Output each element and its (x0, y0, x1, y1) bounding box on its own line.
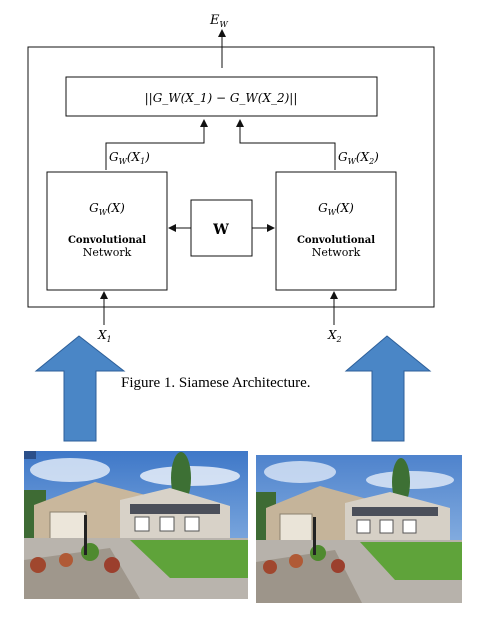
left-network-line2: Network (83, 246, 132, 259)
output-label: EW (209, 13, 229, 29)
left-feature-connector (105, 119, 208, 170)
right-blue-up-arrow (344, 335, 432, 442)
outer-frame (27, 46, 435, 308)
right-feature-connector (236, 119, 336, 170)
left-network-line1: Convolutional (68, 235, 146, 246)
right-feature-label: GW(X2) (338, 150, 379, 166)
distance-formula: ||G_W(X_1) − G_W(X_2)|| (145, 91, 298, 105)
left-input-label: X1 (97, 328, 112, 344)
right-network-box (275, 171, 397, 291)
left-network-box (46, 171, 168, 291)
left-feature-label: GW(X1) (109, 150, 150, 166)
left-blue-up-arrow (34, 335, 126, 442)
weights-label: W (212, 222, 229, 238)
right-network-function: GW(X) (318, 201, 354, 217)
right-network-line1: Convolutional (297, 235, 375, 246)
figure-caption: Figure 1. Siamese Architecture. (121, 375, 311, 391)
right-house-photo (256, 455, 462, 603)
right-network-line2: Network (312, 246, 361, 259)
distance-box (65, 76, 378, 117)
left-house-photo (24, 451, 248, 599)
right-input-label: X2 (327, 328, 342, 344)
left-network-function: GW(X) (89, 201, 125, 217)
